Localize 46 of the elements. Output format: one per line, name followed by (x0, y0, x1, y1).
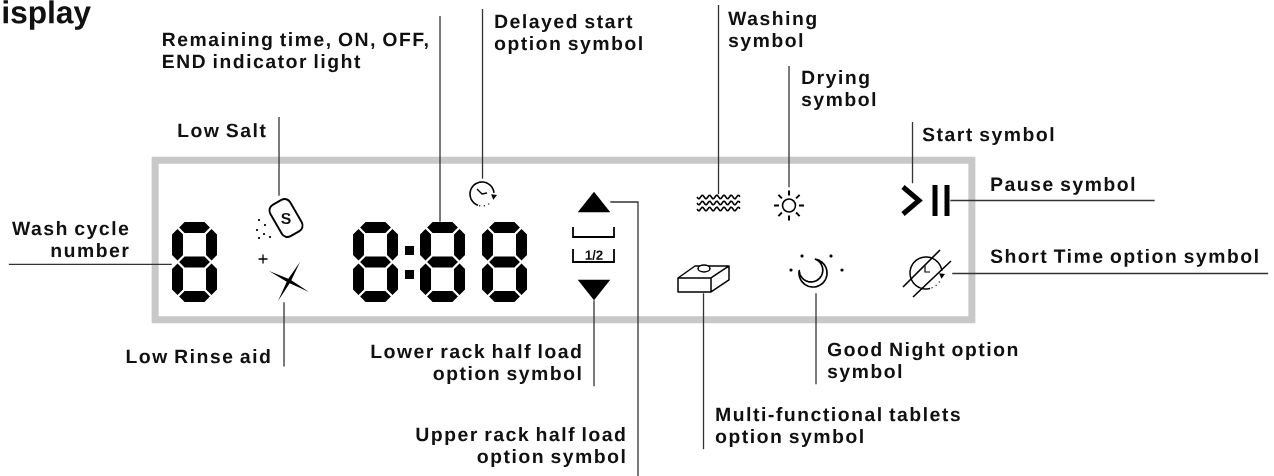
leader-line (949, 199, 1156, 202)
callout-label: Delayed start option symbol (494, 14, 642, 55)
sparkle-icon (257, 253, 309, 301)
callout-label: Washing symbol (728, 11, 816, 52)
icon-letter: S (281, 212, 291, 225)
callout-label: Good Night option symbol (827, 342, 1018, 383)
waves-icon (696, 194, 741, 212)
leader-line (951, 272, 1269, 275)
crossed-clock-icon (902, 249, 952, 298)
callout-label: Pause symbol (991, 176, 1135, 195)
callout-label: Start symbol (922, 127, 1054, 146)
leader-line (593, 299, 595, 387)
leader-line (717, 4, 720, 195)
leader-line (439, 15, 441, 223)
callout-label: Remaining time, ON, OFF, END indicator light (163, 32, 428, 73)
callout-label: Drying symbol (801, 70, 876, 111)
leader-line (283, 301, 285, 368)
leader-line (911, 121, 914, 184)
clock-icon (469, 181, 497, 207)
leader-line (481, 8, 484, 180)
leader-line (815, 292, 817, 385)
tablet-icon (677, 264, 730, 293)
callout-label: Short Time option symbol (990, 248, 1258, 267)
leader-line (8, 263, 173, 265)
heading: isplay (3, 0, 91, 30)
seven-segment-digit (172, 222, 217, 302)
sun-icon (773, 189, 805, 222)
pause-icon (932, 185, 950, 216)
callout-label: Lower rack half load option symbol (371, 344, 581, 385)
time-readout (353, 222, 527, 302)
callout-label: Multi-functional tablets option symbol (715, 407, 960, 448)
down-triangle (577, 279, 611, 301)
leader-line (702, 292, 705, 450)
moon-icon (789, 254, 844, 288)
callout-label: Wash cycle number (12, 221, 129, 258)
callout-label: Low Salt (178, 123, 266, 138)
callout-label: Low Rinse aid (126, 349, 270, 364)
callout-label: Upper rack half load option symbol (416, 427, 625, 468)
leader-line (278, 116, 280, 197)
leader-line (609, 201, 639, 476)
up-triangle (577, 191, 611, 213)
fraction-label: 1/2 (585, 250, 603, 260)
leader-line (788, 65, 790, 188)
chevron-icon (901, 185, 923, 216)
salt-icon (255, 198, 304, 240)
lcd-panel (151, 156, 976, 324)
